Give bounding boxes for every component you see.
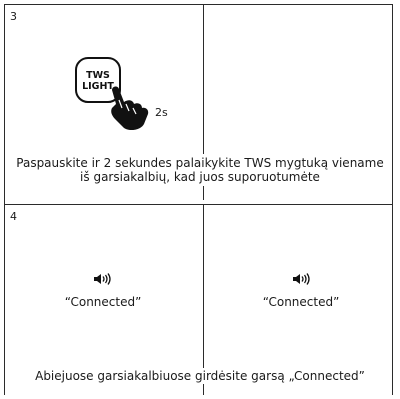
speaker-sound-icon [94, 273, 111, 285]
center-divider-bottom [203, 204, 204, 395]
step-number: 4 [10, 210, 17, 223]
speaker-sound-icon [293, 273, 310, 285]
tws-light-button [75, 57, 121, 103]
tws-button-label-line1: TWS [86, 70, 110, 81]
outer-frame [4, 4, 393, 395]
right-speaker-status: “Connected” [262, 295, 340, 309]
step-3-caption: Paspauskite ir 2 sekundes palaikykite TW… [14, 154, 386, 186]
tws-button-label-line2: LIGHT [82, 81, 114, 92]
tws-button-press-illustration: TWS LIGHT [75, 57, 149, 130]
step-3-caption-line2: iš garsiakalbių, kad juos suporuotumėte [80, 170, 320, 184]
left-speaker-status: “Connected” [64, 295, 142, 309]
step-3-caption-line1: Paspauskite ir 2 sekundes palaikykite TW… [16, 156, 384, 170]
center-divider-top [203, 4, 204, 200]
hold-duration-label: 2s [155, 106, 168, 119]
step-number: 3 [10, 10, 17, 23]
step-divider [4, 204, 393, 205]
hand-press-icon [111, 86, 149, 130]
step-4-caption: Abiejuose garsiakalbiuose girdėsite gars… [18, 368, 382, 384]
